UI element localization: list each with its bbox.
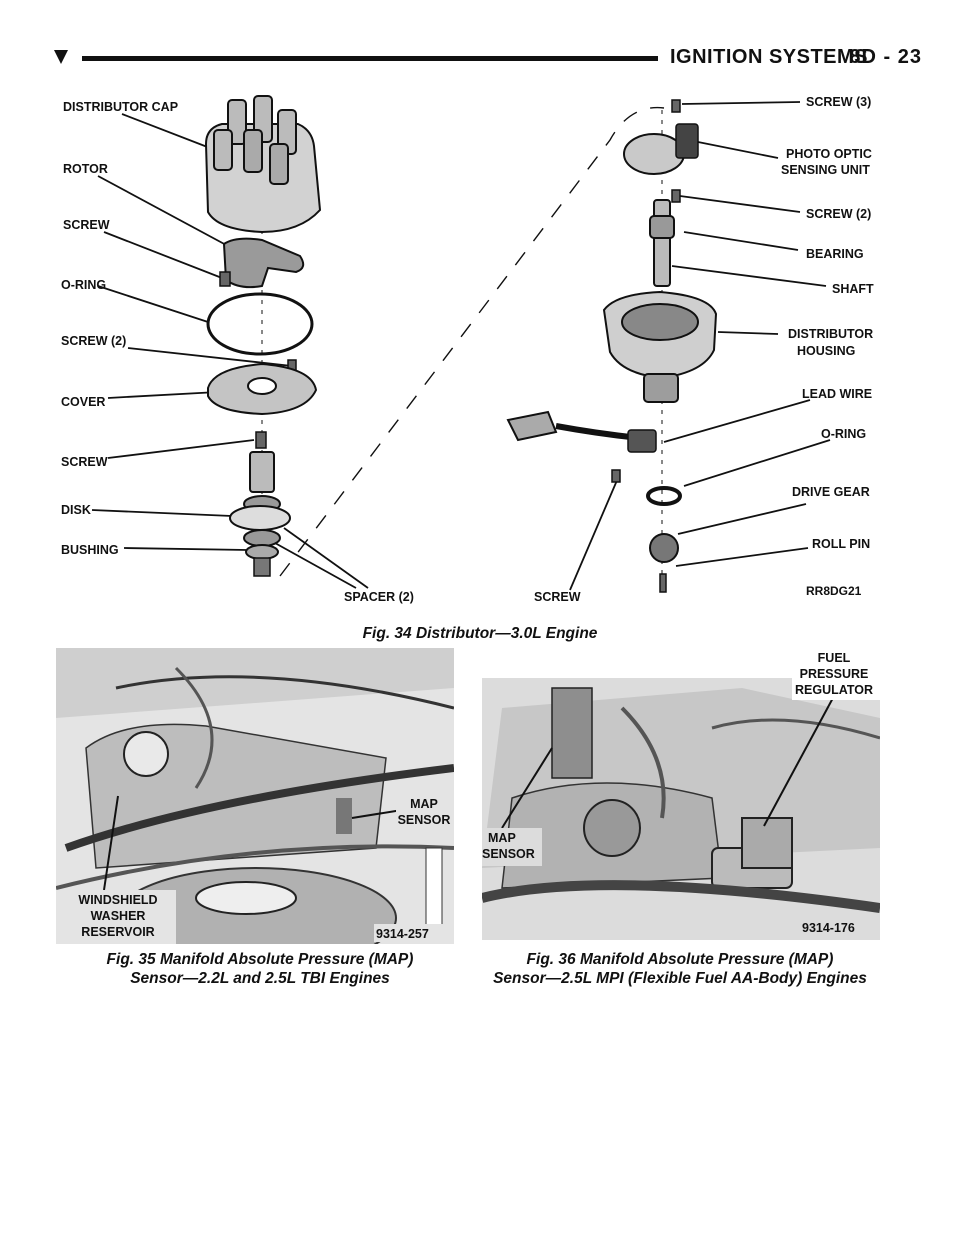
fig35-code: 9314-257 <box>376 927 429 941</box>
figure-code: RR8DG21 <box>806 584 862 598</box>
header-rule <box>82 56 658 61</box>
label-sensing-unit: SENSING UNIT <box>781 163 870 177</box>
label-roll-pin: ROLL PIN <box>812 537 870 551</box>
fig36-photo: FUEL PRESSURE REGULATOR MAP SENSOR 9314-… <box>482 648 880 940</box>
label-screw-3: SCREW (3) <box>806 95 871 109</box>
distributor-cap-drawing <box>204 95 322 234</box>
label-screw-2: SCREW (2) <box>61 334 126 348</box>
label-lead-wire: LEAD WIRE <box>802 387 872 401</box>
fig35-caption-line2: Sensor—2.2L and 2.5L TBI Engines <box>130 970 390 987</box>
label-bushing: BUSHING <box>61 543 119 557</box>
fig35-label-windshield: WINDSHIELD <box>78 893 157 907</box>
fig35-photo: MAP SENSOR WINDSHIELD WASHER RESERVOIR 9… <box>56 648 454 944</box>
label-housing: HOUSING <box>797 344 855 358</box>
label-spacer-2: SPACER (2) <box>344 590 414 604</box>
fig34-caption: Fig. 34 Distributor—3.0L Engine <box>362 625 598 642</box>
label-rotor: ROTOR <box>63 162 108 176</box>
label-cover: COVER <box>61 395 105 409</box>
fig35-caption: Fig. 35 Manifold Absolute Pressure (MAP)… <box>60 950 460 988</box>
label-photo-optic: PHOTO OPTIC <box>786 147 872 161</box>
fig35-label-sensor: SENSOR <box>398 813 451 827</box>
fig36-label-fuel: FUEL <box>818 651 851 665</box>
label-bearing: BEARING <box>806 247 864 261</box>
fig35-caption-line1: Fig. 35 Manifold Absolute Pressure (MAP) <box>106 951 414 968</box>
fig35-label-reservoir: RESERVOIR <box>81 925 154 939</box>
page-header: IGNITION SYSTEMS 8D - 23 <box>40 44 922 74</box>
fig36-code: 9314-176 <box>802 921 855 935</box>
label-drive-gear: DRIVE GEAR <box>792 485 870 499</box>
label-screw: SCREW <box>63 218 110 232</box>
fig36-label-map: MAP <box>488 831 516 845</box>
label-screw-b: SCREW <box>61 455 108 469</box>
section-title: IGNITION SYSTEMS <box>670 46 869 68</box>
page-number: 8D - 23 <box>849 46 922 68</box>
fig36-label-sensor: SENSOR <box>482 847 535 861</box>
label-screw-bottom: SCREW <box>534 590 581 604</box>
fig35-label-washer: WASHER <box>91 909 146 923</box>
label-distributor: DISTRIBUTOR <box>788 327 873 341</box>
label-shaft: SHAFT <box>832 282 874 296</box>
fig34-distributor-diagram: DISTRIBUTOR CAP ROTOR SCREW O-RING SCREW… <box>61 95 874 604</box>
fig36-label-pressure: PRESSURE <box>800 667 869 681</box>
fig36-caption: Fig. 36 Manifold Absolute Pressure (MAP)… <box>470 950 890 988</box>
label-screw-2-right: SCREW (2) <box>806 207 871 221</box>
fig36-caption-line2: Sensor—2.5L MPI (Flexible Fuel AA-Body) … <box>493 970 867 987</box>
down-triangle-icon <box>54 50 68 64</box>
fig36-caption-line1: Fig. 36 Manifold Absolute Pressure (MAP) <box>526 951 834 968</box>
fig36-label-regulator: REGULATOR <box>795 683 873 697</box>
fig35-label-map: MAP <box>410 797 438 811</box>
label-distributor-cap: DISTRIBUTOR CAP <box>63 100 178 114</box>
label-o-ring-right: O-RING <box>821 427 866 441</box>
label-disk: DISK <box>61 503 91 517</box>
label-o-ring: O-RING <box>61 278 106 292</box>
